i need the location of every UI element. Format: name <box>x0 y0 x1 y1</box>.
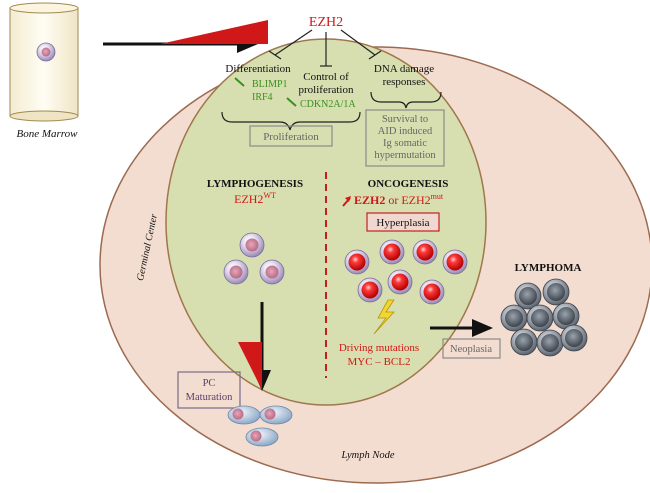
neoplasia-box <box>442 338 501 359</box>
lymphoma-title: LYMPHOMA <box>515 262 582 274</box>
ezh2-top: EZH2 <box>309 15 343 30</box>
survival-label-2: AID induced <box>378 126 433 137</box>
lymphoma-cell <box>526 304 554 332</box>
cdkn2a-label: CDKN2A/1A <box>300 99 356 110</box>
pc-label-2: Maturation <box>186 392 233 403</box>
hyperplasia-box <box>366 212 440 232</box>
red-cell <box>357 277 383 303</box>
survival-label-3: Ig somatic <box>383 138 427 149</box>
dna-label-1: DNA damage <box>374 63 434 75</box>
bone-marrow-tube <box>9 2 79 122</box>
plasma-cell <box>259 405 293 425</box>
dna-brace <box>370 91 442 109</box>
red-wedge-top <box>160 20 268 44</box>
bone-marrow-label: Bone Marrow <box>16 128 78 140</box>
lymphoma-cell <box>542 278 570 306</box>
ezh2-onco-label: EZH2 or EZH2mut <box>354 192 444 207</box>
gc-cell <box>239 232 265 258</box>
ezh2-wt-label: EZH2WT <box>234 191 276 206</box>
plasma-cells <box>227 405 293 447</box>
neoplasia-label: Neoplasia <box>450 344 492 355</box>
proliferation-label: Proliferation <box>263 131 319 143</box>
green-arrow-cdkn <box>286 97 297 107</box>
lymphoma-cell <box>510 328 538 356</box>
proliferation-box <box>249 125 333 147</box>
blimp1-label: BLIMP1 <box>252 79 288 90</box>
green-arrow-blimp <box>234 77 245 87</box>
lymphoma-cell <box>514 282 542 310</box>
lymphogenesis-cells <box>223 232 285 285</box>
hyperplasia-label: Hyperplasia <box>376 217 429 229</box>
pc-maturation-box <box>177 371 241 409</box>
driving-label-2: MYC – BCL2 <box>348 356 411 368</box>
red-cell <box>379 239 405 265</box>
lymphoma-cell <box>500 304 528 332</box>
survival-label-1: Survival to <box>382 114 428 125</box>
red-cell <box>419 279 445 305</box>
plasma-cell <box>245 427 279 447</box>
driving-label-1: Driving mutations <box>339 342 419 354</box>
gc-cell <box>223 259 249 285</box>
plasma-cell <box>227 405 261 425</box>
control-label-2: proliferation <box>299 84 354 96</box>
lymphoma-cell <box>536 329 564 357</box>
lymph-node-label: Lymph Node <box>340 450 394 461</box>
lymphoma-cell <box>560 324 588 352</box>
dna-label-2: responses <box>383 76 426 88</box>
gc-cell <box>259 259 285 285</box>
survival-label-4: hypermutation <box>374 150 436 161</box>
irf4-label: IRF4 <box>252 92 273 103</box>
red-cell <box>344 249 370 275</box>
lymphoma-cells <box>500 278 588 357</box>
survival-box <box>365 109 445 167</box>
differentiation-label: Differentiation <box>225 63 291 75</box>
lightning-icon <box>373 299 395 335</box>
red-cell <box>442 249 468 275</box>
red-cell <box>412 239 438 265</box>
red-wedge-bottom <box>238 342 262 390</box>
red-cell <box>387 269 413 295</box>
pc-label-1: PC <box>203 378 216 389</box>
inhibition-lines <box>268 29 382 67</box>
red-up-arrowhead <box>345 196 351 202</box>
control-label-1: Control of <box>303 71 349 83</box>
proliferation-brace <box>221 111 361 131</box>
oncogenesis-title: ONCOGENESIS <box>368 178 449 190</box>
hyperplasia-cells <box>344 239 468 305</box>
lymphogenesis-title: LYMPHOGENESIS <box>207 178 303 190</box>
lymphoma-cell <box>552 302 580 330</box>
